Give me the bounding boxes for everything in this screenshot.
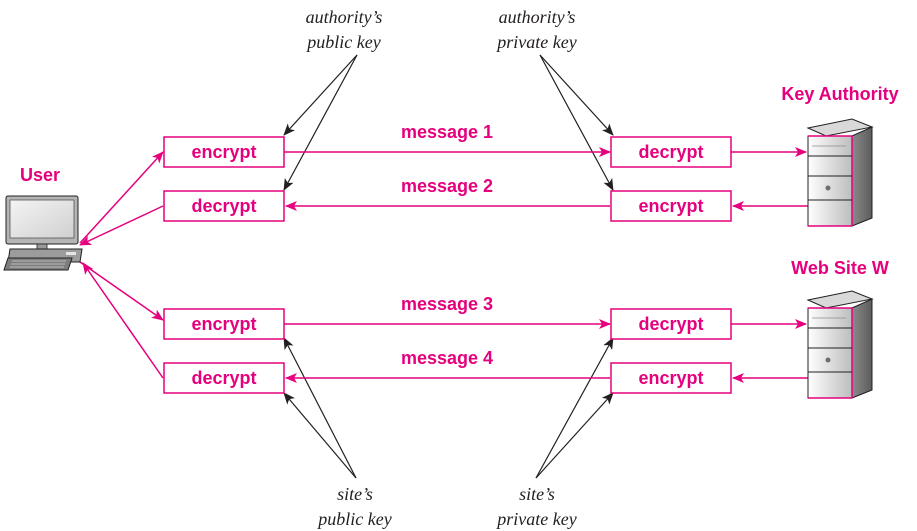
key-authority-label: Key Authority bbox=[781, 84, 898, 104]
site-public-key-to-decrypt-arrow bbox=[283, 392, 357, 479]
web-site-server-icon bbox=[806, 290, 874, 399]
decrypt-box-label: decrypt bbox=[191, 196, 256, 216]
site-private-key-line1: site’s bbox=[519, 484, 555, 504]
decrypt-box-user-message-2: decrypt bbox=[163, 190, 285, 222]
web-site-label: Web Site W bbox=[791, 258, 889, 278]
decrypt-box-label: decrypt bbox=[191, 368, 256, 388]
authority-private-key-label: authority’s private key bbox=[495, 7, 576, 52]
authority-public-key-line2: public key bbox=[305, 32, 380, 52]
encrypt-box-authority-message-2: encrypt bbox=[610, 190, 732, 222]
encrypt-box-label: encrypt bbox=[191, 314, 256, 334]
site-public-key-line1: site’s bbox=[337, 484, 373, 504]
decrypt-box-label: decrypt bbox=[638, 142, 703, 162]
desktop-computer-icon bbox=[3, 195, 83, 271]
authority-public-key-label: authority’s public key bbox=[305, 7, 382, 52]
decrypt-2-to-user-arrow bbox=[79, 205, 164, 246]
site-public-key-line2: public key bbox=[316, 509, 391, 529]
decrypt-box-authority-message-1: decrypt bbox=[610, 136, 732, 168]
key-authority-server-icon bbox=[806, 118, 874, 227]
encrypt-box-site-message-4: encrypt bbox=[610, 362, 732, 394]
user-to-encrypt-1-arrow bbox=[79, 151, 164, 244]
authority-private-key-line2: private key bbox=[495, 32, 576, 52]
site-private-key-line2: private key bbox=[495, 509, 576, 529]
flow-arrows bbox=[79, 147, 808, 383]
encrypt-box-label: encrypt bbox=[638, 196, 703, 216]
site-private-key-to-encrypt-arrow bbox=[535, 392, 614, 479]
authority-public-key-line1: authority’s bbox=[306, 7, 383, 27]
authority-public-key-to-decrypt-arrow bbox=[283, 54, 358, 191]
site-private-key-to-decrypt-arrow bbox=[535, 337, 614, 479]
user-label: User bbox=[20, 165, 60, 185]
encrypt-box-user-message-1: encrypt bbox=[163, 136, 285, 168]
message-1-label: message 1 bbox=[401, 122, 493, 142]
decrypt-4-to-user-arrow bbox=[82, 262, 164, 379]
encrypt-box-label: encrypt bbox=[191, 142, 256, 162]
encrypt-box-user-message-3: encrypt bbox=[163, 308, 285, 340]
site-private-key-label: site’s private key bbox=[495, 484, 576, 529]
site-public-key-label: site’s public key bbox=[316, 484, 391, 529]
decrypt-box-site-message-3: decrypt bbox=[610, 308, 732, 340]
user-to-encrypt-3-arrow bbox=[79, 261, 164, 321]
authority-private-key-line1: authority’s bbox=[499, 7, 576, 27]
decrypt-box-label: decrypt bbox=[638, 314, 703, 334]
authority-private-key-to-decrypt-arrow bbox=[539, 54, 614, 136]
encrypt-box-label: encrypt bbox=[638, 368, 703, 388]
decrypt-box-user-message-4: decrypt bbox=[163, 362, 285, 394]
key-arrows bbox=[283, 54, 614, 479]
message-3-label: message 3 bbox=[401, 294, 493, 314]
authority-private-key-to-encrypt-arrow bbox=[539, 54, 614, 191]
message-2-label: message 2 bbox=[401, 176, 493, 196]
message-4-label: message 4 bbox=[401, 348, 493, 368]
authority-public-key-to-encrypt-arrow bbox=[283, 54, 358, 136]
site-public-key-to-encrypt-arrow bbox=[283, 337, 357, 479]
